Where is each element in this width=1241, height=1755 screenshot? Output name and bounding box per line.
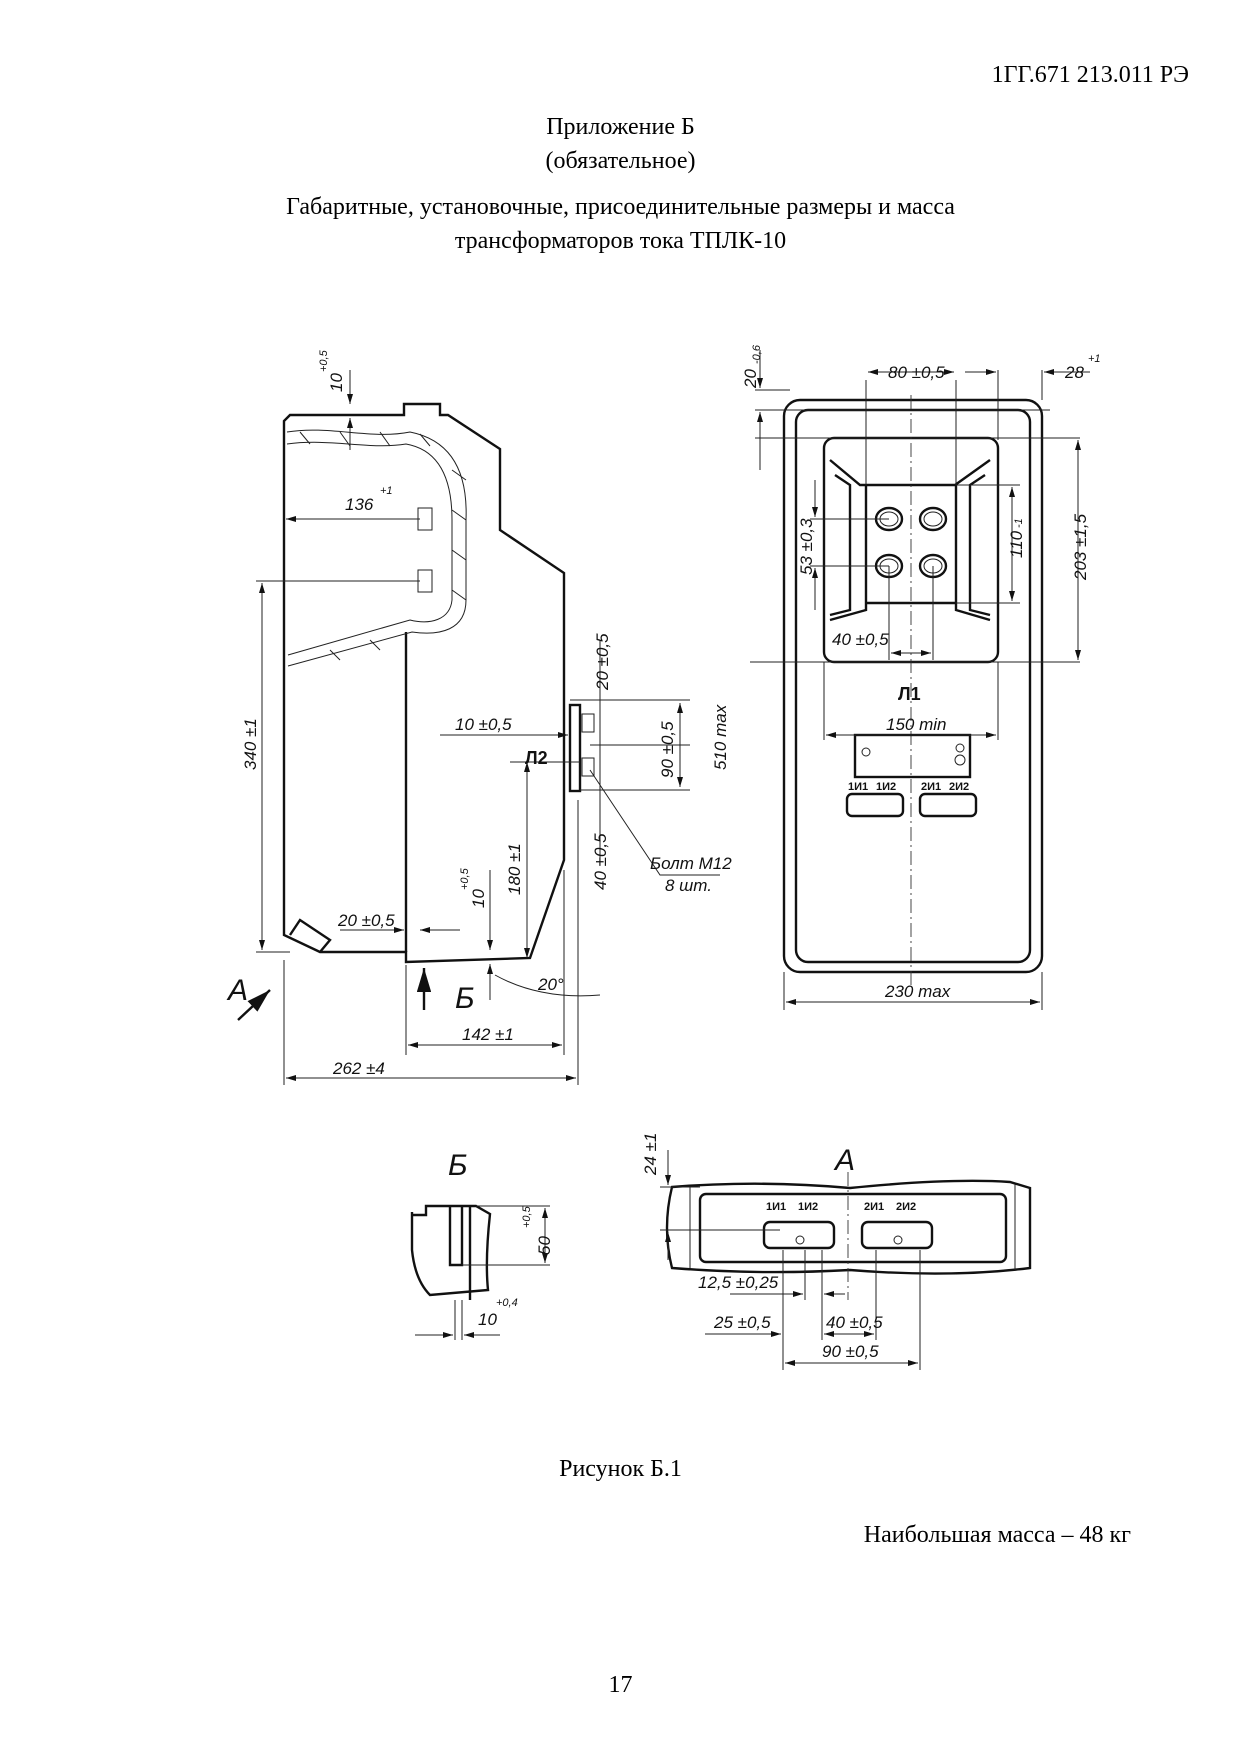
view-a-detail: А 1И1 1И2 2И1 2И2 24 ±1 12,5 ±0,25 25 ± [641, 1133, 1032, 1370]
dim-label: 150 min [886, 715, 946, 734]
secondary-terminal-block-1 [845, 792, 905, 818]
appendix-heading-line2: трансформаторов тока ТПЛК-10 [454, 228, 787, 254]
view-b-detail: Б 50 +0,5 10 +0,4 [410, 1149, 554, 1340]
dim-label: 510 max [711, 704, 730, 770]
dim-label: 110 [1007, 530, 1026, 558]
terminal-label: 1И1 [766, 1201, 786, 1213]
secondary-terminal-block-2 [860, 1220, 934, 1250]
dim-label: 90 ±0,5 [658, 721, 677, 778]
dim-label: 12,5 ±0,25 [698, 1273, 779, 1292]
page-number: 17 [608, 1672, 633, 1698]
dim-label: 340 ±1 [241, 718, 260, 770]
terminal-label: 1И2 [876, 781, 896, 793]
dim-label: 10 [469, 889, 488, 908]
dim-label: 25 ±0,5 [713, 1313, 771, 1332]
secondary-terminal-block-1 [762, 1220, 836, 1250]
terminal-label: 2И1 [921, 781, 941, 793]
bolt-icon [417, 569, 433, 593]
dim-label: 180 ±1 [505, 843, 524, 895]
mark-icon [954, 754, 966, 766]
terminal-label: 2И1 [864, 1201, 884, 1213]
bolt-icon [417, 507, 433, 531]
dim-label: 10 [478, 1310, 497, 1329]
dim-label: 20 ±0,5 [593, 633, 612, 691]
dim-label: 142 ±1 [462, 1025, 514, 1044]
dim-label: 203 ±1,5 [1071, 513, 1090, 581]
mass-note: Наибольшая масса – 48 кг [863, 1522, 1131, 1548]
screw-icon [893, 1235, 903, 1245]
dim-label: 20 [741, 369, 760, 389]
document-code: 1ГГ.671 213.011 РЭ [991, 62, 1189, 88]
appendix-title: Приложение Б [546, 114, 695, 140]
side-foot [289, 918, 332, 953]
bolt-icon [581, 713, 595, 733]
nameplate [853, 733, 972, 779]
dim-label: 24 ±1 [641, 1133, 660, 1176]
view-b-title: Б [448, 1149, 468, 1182]
bolt-label: Болт М12 [650, 854, 732, 873]
view-a-title: А [833, 1144, 855, 1177]
side-insulation-hatch [286, 429, 467, 667]
dim-tolerance: +1 [380, 485, 393, 497]
view-b-marker: Б [455, 982, 475, 1015]
terminal-label: 2И2 [896, 1201, 916, 1213]
dim-tolerance: -1 [1013, 518, 1025, 528]
bolt-icon [581, 757, 595, 777]
dim-label: 28 [1064, 363, 1084, 382]
dim-label: 90 ±0,5 [822, 1342, 879, 1361]
dim-label: 20 ±0,5 [337, 911, 395, 930]
figure-caption: Рисунок Б.1 [559, 1456, 682, 1482]
dim-tolerance: +0,5 [318, 349, 330, 372]
dim-label: 40 ±0,5 [591, 833, 610, 890]
dim-label: 262 ±4 [332, 1059, 385, 1078]
dim-tolerance: -0,6 [751, 344, 763, 364]
dim-label: 40 ±0,5 [832, 630, 889, 649]
dim-label: 53 ±0,3 [797, 518, 816, 575]
front-view: 1И1 1И2 2И1 2И2 80 ±0,5 28 +1 [741, 344, 1101, 1010]
terminal-label: 1И1 [848, 781, 868, 793]
view-a-arrow [237, 989, 271, 1021]
side-hatch-marks [299, 431, 467, 661]
front-outer-outline [782, 398, 1044, 974]
view-a-marker: А [226, 974, 248, 1007]
bolt-count: 8 шт. [665, 876, 712, 895]
dim-label: 230 max [884, 982, 951, 1001]
dim-label: 10 ±0,5 [455, 715, 512, 734]
dim-tolerance: +1 [1088, 353, 1101, 365]
screw-icon [795, 1235, 805, 1245]
mark-icon [955, 743, 965, 753]
appendix-heading-line1: Габаритные, установочные, присоединитель… [286, 194, 955, 220]
dim-label: 10 [327, 373, 346, 392]
terminal-label: 1И2 [798, 1201, 818, 1213]
angle-label: 20° [537, 975, 564, 994]
dim-tolerance: +0,5 [521, 1205, 533, 1228]
dim-label: 40 ±0,5 [826, 1313, 883, 1332]
dim-label: 50 [535, 1236, 554, 1255]
dim-tolerance: +0,4 [496, 1297, 518, 1309]
dim-tolerance: +0,5 [459, 867, 471, 890]
secondary-terminal-plate [568, 703, 582, 793]
ground-icon [861, 747, 871, 757]
appendix-status: (обязательное) [545, 148, 696, 174]
terminal-label: 2И2 [949, 781, 969, 793]
secondary-terminal-block-2 [918, 792, 978, 818]
side-view: 10 +0,5 136 +1 340 ±1 20 ±0,5 10 ±0,5 Л2… [226, 349, 732, 1085]
dim-label: 80 ±0,5 [888, 363, 945, 382]
terminal-label-l2: Л2 [525, 748, 548, 768]
side-body-outline [282, 402, 566, 964]
terminal-label-l1: Л1 [898, 684, 921, 704]
dim-label: 136 [345, 495, 374, 514]
